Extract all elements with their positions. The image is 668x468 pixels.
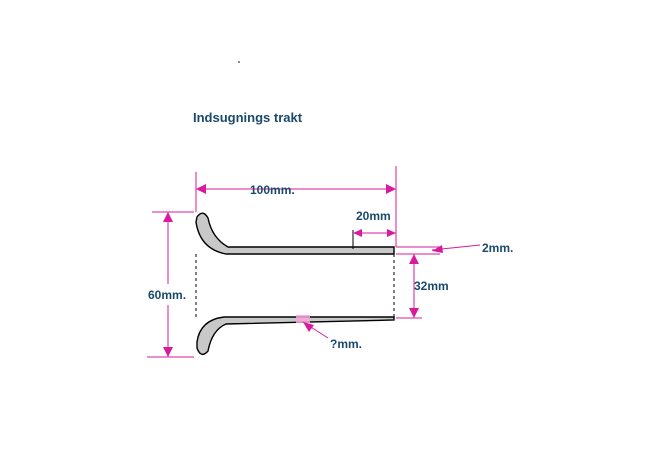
dim-unknown-label: ?mm. [330,337,362,351]
dim-gap-arrow-bottom [409,308,419,318]
upper-flange [195,212,395,255]
speck [238,61,240,63]
dim-length-label: 100mm. [250,183,295,197]
dim-unknown-arrow [303,322,314,332]
dim-gap-label: 32mm [414,279,449,293]
dim-end-arrow-right [387,229,396,237]
dim-wall-arrow [432,245,443,253]
dim-length-arrow-right [386,184,396,194]
dim-height-arrow-bottom [163,347,173,357]
dim-end-label: 20mm [356,209,391,223]
dim-length-arrow-left [196,184,206,194]
dim-wall-label: 2mm. [482,241,513,255]
diagram-title: Indsugnings trakt [193,110,303,125]
dim-end-arrow-left [353,229,362,237]
lower-flange [196,316,395,356]
dim-height-label: 60mm. [148,288,186,302]
dim-height-arrow-top [163,212,173,222]
unknown-wall-highlight [296,315,310,323]
dim-gap-arrow-top [409,254,419,264]
